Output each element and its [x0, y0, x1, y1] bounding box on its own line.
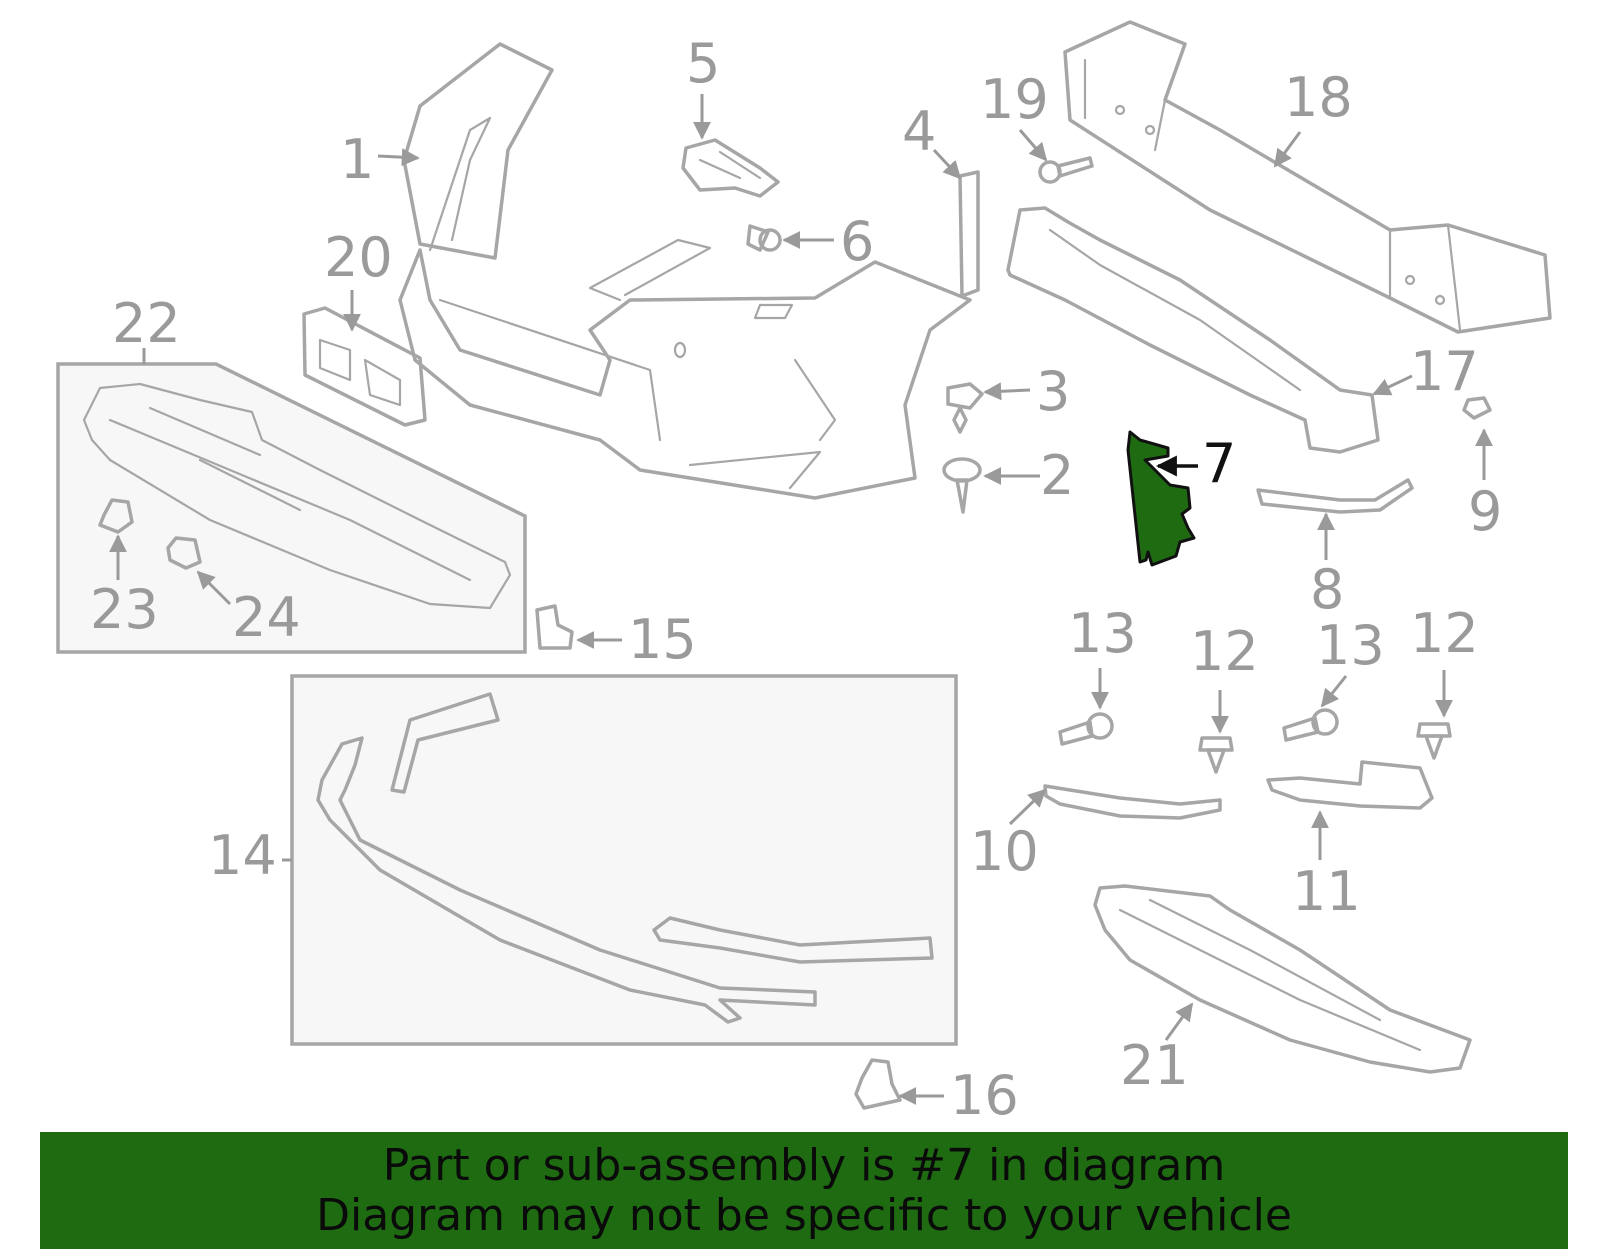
banner-line-part: Part or sub-assembly is #7 in diagram: [382, 1139, 1226, 1191]
callout-8: 8: [1310, 558, 1344, 621]
part-2-bolt: [942, 457, 982, 514]
callout-12b: 12: [1410, 602, 1479, 665]
callout-18: 18: [1284, 66, 1353, 129]
callout-15: 15: [628, 608, 697, 671]
part-3-clip: [946, 382, 984, 434]
callout-5: 5: [686, 32, 720, 95]
callout-17: 17: [1410, 340, 1479, 403]
part-17-absorber: [1006, 206, 1380, 454]
callout-24: 24: [232, 586, 301, 649]
info-banner: Part or sub-assembly is #7 in diagram Di…: [40, 1132, 1568, 1249]
callout-10: 10: [970, 820, 1039, 883]
part-13-bolt-right: [1282, 708, 1339, 742]
callout-4: 4: [902, 100, 936, 163]
callout-1: 1: [340, 128, 374, 191]
part-18-reinforcement: [1063, 20, 1552, 334]
callout-13b: 13: [1316, 614, 1385, 677]
callout-11: 11: [1292, 860, 1361, 923]
callout-9: 9: [1468, 480, 1502, 543]
part-23-clip: [98, 498, 134, 534]
callout-3: 3: [1036, 360, 1070, 423]
leader-lines: [109, 94, 1493, 1105]
part-9-clip: [1462, 396, 1492, 420]
part-15-clip: [535, 604, 574, 650]
callout-19: 19: [980, 68, 1049, 131]
part-5-bracket: [681, 138, 780, 198]
part-20-license-bracket: [302, 306, 427, 427]
part-22-absorber: [82, 382, 512, 610]
part-24-clip: [166, 536, 202, 570]
part-4-strip: [958, 170, 980, 298]
callout-7: 7: [1202, 432, 1236, 495]
callout-6: 6: [840, 210, 874, 273]
callout-12a: 12: [1190, 620, 1259, 683]
part-10-bracket: [1043, 784, 1222, 820]
part-19-bolt: [1038, 156, 1094, 184]
callout-13a: 13: [1068, 602, 1137, 665]
callout-2: 2: [1040, 444, 1074, 507]
part-21-under-cover: [1093, 884, 1472, 1074]
callout-23: 23: [90, 578, 159, 641]
callout-20: 20: [324, 226, 393, 289]
part-12-clip-left: [1198, 736, 1234, 774]
part-1-bumper-cover: [398, 42, 972, 500]
part-14-garnish: [316, 692, 934, 1024]
part-13-bolt-left: [1058, 712, 1114, 746]
part-7-bracket-highlighted: [1126, 430, 1196, 567]
callout-22: 22: [112, 292, 181, 355]
group-box-22: [56, 362, 527, 654]
part-11-bracket: [1266, 760, 1434, 810]
part-12-clip-right: [1416, 722, 1452, 760]
callout-21: 21: [1120, 1034, 1189, 1097]
part-6-clip: [746, 224, 782, 252]
part-8-strip: [1256, 478, 1414, 514]
part-16-clip: [854, 1058, 902, 1110]
callout-16: 16: [950, 1064, 1019, 1127]
callout-labels: 1 2 3 4 5 6 7 8 9 10 11 12 12 13 13 14 1…: [90, 32, 1502, 1127]
banner-line-disclaimer: Diagram may not be specific to your vehi…: [316, 1189, 1292, 1241]
callout-14: 14: [208, 824, 277, 887]
